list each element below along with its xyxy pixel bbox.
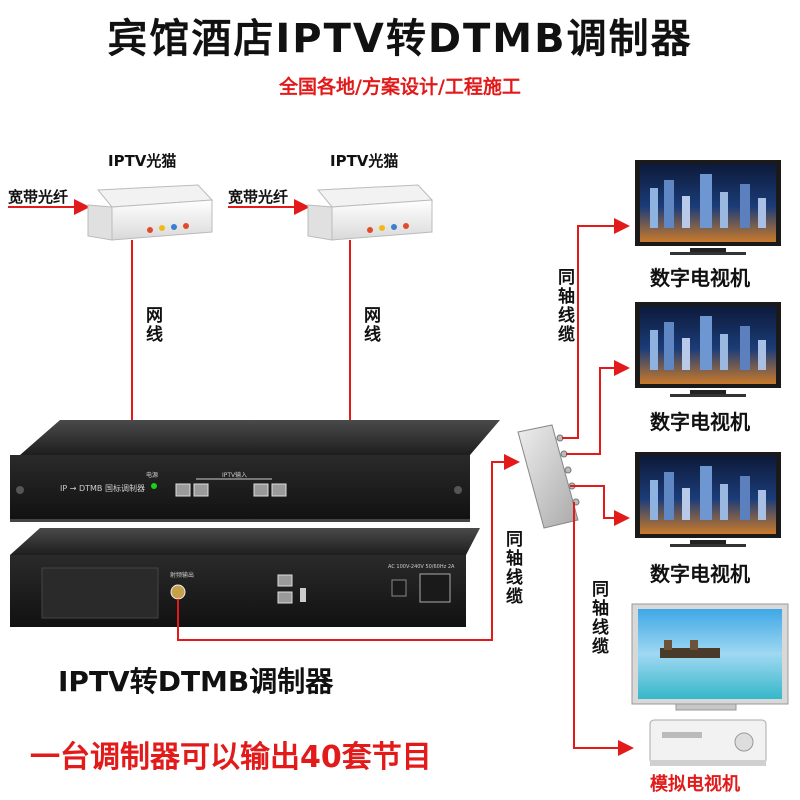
iptv-modem-2 bbox=[307, 184, 434, 241]
iptv-modem-1 bbox=[87, 184, 214, 241]
analog-tv bbox=[631, 603, 789, 766]
model-label: IPTV转DTMB调制器 bbox=[58, 665, 334, 698]
digital-tv-1 bbox=[635, 160, 781, 255]
digital-tv-2 bbox=[635, 302, 781, 397]
page-subtitle: 全国各地/方案设计/工程施工 bbox=[279, 76, 521, 98]
power-led-label: 电源 bbox=[146, 472, 159, 479]
network-cable-1-label: 网线 bbox=[142, 306, 162, 344]
modulator-front-unit bbox=[10, 420, 500, 522]
network-cable-2-label: 网线 bbox=[360, 306, 380, 344]
modulator-rear-unit bbox=[10, 528, 480, 627]
page-title: 宾馆酒店IPTV转DTMB调制器 bbox=[107, 16, 693, 62]
modem-2-label: IPTV光猫 bbox=[330, 152, 399, 170]
fiber-1-label: 宽带光纤 bbox=[8, 188, 69, 206]
coax-label-3: 同轴线缆 bbox=[588, 580, 608, 656]
rear-rf-label: 射频输出 bbox=[170, 572, 195, 579]
coax-label-1: 同轴线缆 bbox=[554, 268, 574, 344]
tv-1-label: 数字电视机 bbox=[650, 266, 750, 290]
coax-to-tv-4 bbox=[573, 502, 634, 756]
fiber-2-label: 宽带光纤 bbox=[228, 188, 289, 206]
tv-4-label: 模拟电视机 bbox=[650, 774, 740, 795]
front-ports-label: IPTV输入 bbox=[222, 472, 248, 479]
coax-cable-main bbox=[177, 454, 520, 641]
modem-1-label: IPTV光猫 bbox=[108, 152, 177, 170]
tv-3-label: 数字电视机 bbox=[650, 562, 750, 586]
rear-power-label: AC 100V-240V 50/60Hz 2A bbox=[388, 564, 455, 570]
coax-to-tv-2 bbox=[566, 360, 630, 455]
front-panel-text: IP → DTMB 国标调制器 bbox=[60, 484, 145, 493]
coax-label-2: 同轴线缆 bbox=[502, 530, 522, 606]
capacity-text: 一台调制器可以输出40套节目 bbox=[30, 740, 432, 775]
coax-to-tv-1 bbox=[562, 218, 630, 439]
rf-splitter bbox=[517, 424, 580, 529]
coax-to-tv-3 bbox=[570, 485, 630, 526]
digital-tv-3 bbox=[635, 452, 781, 547]
tv-2-label: 数字电视机 bbox=[650, 410, 750, 434]
